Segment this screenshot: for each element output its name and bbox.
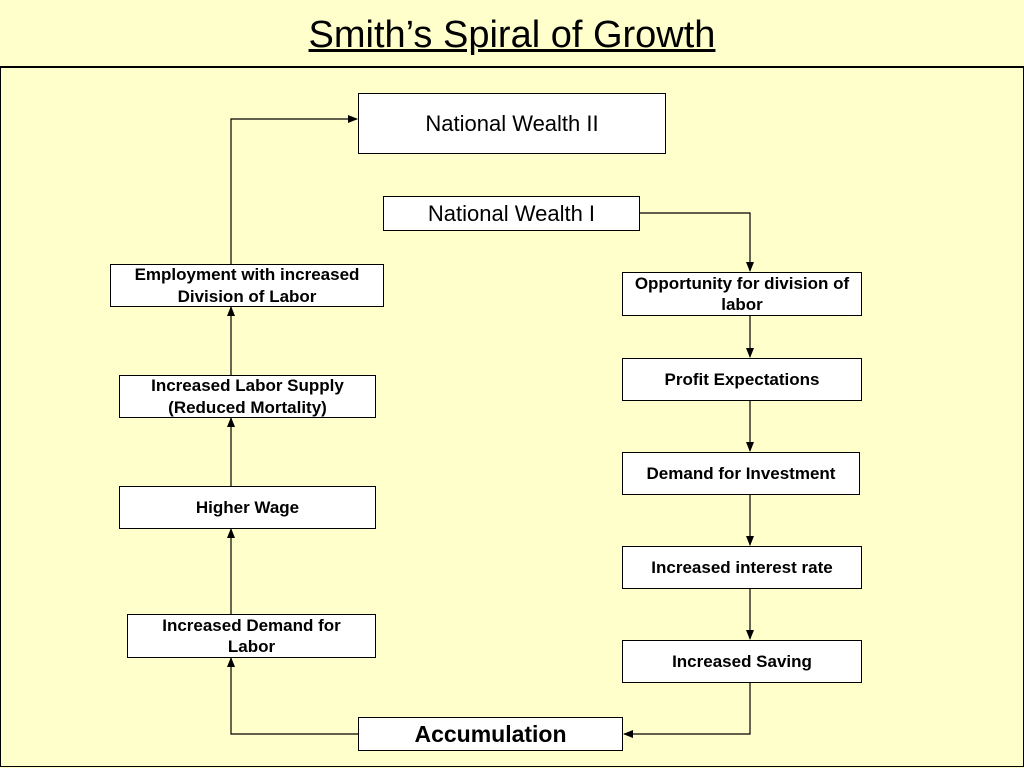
- arrow-wealth1-to-opportunity: [640, 212, 754, 272]
- node-accumulation: Accumulation: [358, 717, 623, 751]
- page-title: Smith’s Spiral of Growth: [308, 14, 716, 56]
- arrow-accumulation-to-demand-labor: [227, 657, 358, 735]
- node-investment: Demand for Investment: [622, 452, 860, 495]
- node-interest: Increased interest rate: [622, 546, 862, 589]
- node-higher-wage: Higher Wage: [119, 486, 376, 529]
- arrow-employment-to-wealth2: [230, 115, 358, 264]
- title-bar: Smith’s Spiral of Growth: [0, 0, 1024, 68]
- node-profit: Profit Expectations: [622, 358, 862, 401]
- node-employment: Employment with increased Division of La…: [110, 264, 384, 307]
- node-demand-labor: Increased Demand for Labor: [127, 614, 376, 658]
- node-national-wealth-2: National Wealth II: [358, 93, 666, 154]
- node-labor-supply: Increased Labor Supply (Reduced Mortalit…: [119, 375, 376, 418]
- node-opportunity: Opportunity for division of labor: [622, 272, 862, 316]
- node-saving: Increased Saving: [622, 640, 862, 683]
- arrow-saving-to-accumulation: [623, 683, 751, 738]
- node-national-wealth-1: National Wealth I: [383, 196, 640, 231]
